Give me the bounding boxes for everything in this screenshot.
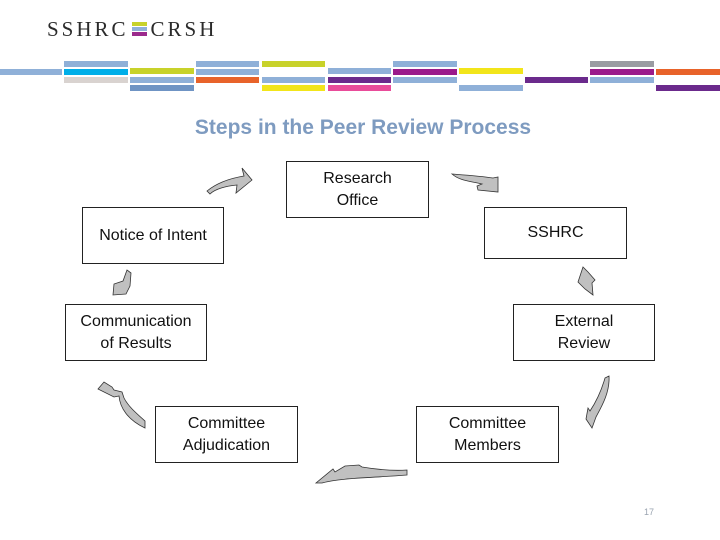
color-bar <box>459 68 523 74</box>
color-bar <box>196 69 259 75</box>
color-bar <box>64 77 128 83</box>
color-bar <box>262 85 325 91</box>
step-label: Research Office <box>323 169 392 209</box>
color-bar <box>393 77 457 83</box>
color-bar <box>525 77 588 83</box>
step-label: Committee Members <box>448 414 527 454</box>
step-committee-members: Committee Members <box>416 406 559 463</box>
color-bar <box>393 69 457 75</box>
color-bar <box>130 68 194 74</box>
step-label: Notice of Intent <box>99 226 207 244</box>
curved-arrow-icon <box>450 173 499 193</box>
logo-equals-mark-icon <box>131 21 147 37</box>
color-bar <box>328 68 391 74</box>
step-label: External Review <box>554 312 614 352</box>
curved-arrow-icon <box>112 269 132 296</box>
curved-arrow-icon <box>585 375 610 429</box>
color-bar <box>459 85 523 91</box>
curved-arrow-icon <box>314 464 408 484</box>
step-research-office: Research Office <box>286 161 429 218</box>
step-label: SSHRC <box>527 224 584 241</box>
decorative-color-bars <box>0 0 720 100</box>
logo-text-sshrc: SSHRC <box>47 17 129 41</box>
step-committee-adjudication: Committee Adjudication <box>155 406 298 463</box>
step-sshrc: SSHRC <box>484 207 627 259</box>
sshrc-crsh-logo: SSHRC CRSH <box>47 18 217 40</box>
page-number: 17 <box>644 507 655 517</box>
step-communication-of-results: Communication of Results <box>65 304 207 361</box>
color-bar <box>262 61 325 67</box>
step-notice-of-intent: Notice of Intent <box>82 207 224 264</box>
color-bar <box>196 61 259 67</box>
curved-arrow-icon <box>97 381 146 429</box>
color-bar <box>0 69 62 75</box>
step-label: Committee Adjudication <box>182 414 271 454</box>
color-bar <box>590 69 654 75</box>
color-bar <box>590 61 654 67</box>
diagram-title: Steps in the Peer Review Process <box>194 116 532 139</box>
color-bar <box>656 85 720 91</box>
color-bar <box>130 77 194 83</box>
color-bar <box>393 61 457 67</box>
color-bar <box>656 69 720 75</box>
color-bar <box>64 61 128 67</box>
color-bar <box>262 77 325 83</box>
step-label: Communication of Results <box>80 312 192 352</box>
curved-arrow-icon <box>206 167 253 195</box>
color-bar <box>130 85 194 91</box>
color-bar <box>64 69 128 75</box>
color-bar <box>196 77 259 83</box>
step-external-review: External Review <box>513 304 655 361</box>
color-bar <box>328 85 391 91</box>
logo-text-crsh: CRSH <box>150 17 218 41</box>
color-bar <box>328 77 391 83</box>
curved-arrow-icon <box>577 266 596 296</box>
color-bar <box>590 77 654 83</box>
